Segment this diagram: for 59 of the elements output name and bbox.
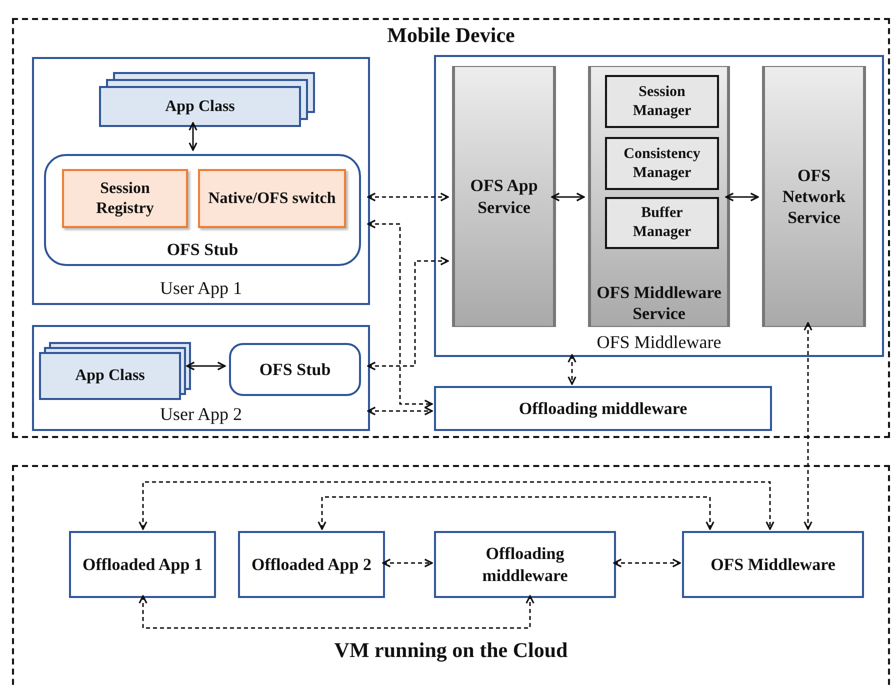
stacked-class-box (99, 72, 315, 127)
dashed-arrow (138, 595, 534, 629)
group-title: OFS Middleware (596, 330, 722, 353)
service-label: OFS Middleware Service (596, 282, 722, 324)
dashed-arrow (804, 322, 812, 530)
dashed-zone (12, 18, 890, 438)
stub-title: OFS Stub (166, 238, 240, 260)
arrow (551, 192, 585, 202)
arrow (188, 122, 198, 151)
component-box (434, 386, 772, 431)
dashed-arrow (367, 406, 433, 416)
dashed-zone (12, 465, 890, 687)
arrow (725, 192, 759, 202)
app-container (32, 325, 370, 431)
dashed-arrow (138, 481, 774, 530)
zone-title: Mobile Device (386, 22, 516, 48)
component-label: Offloading middleware (481, 543, 569, 586)
manager-label: Buffer Manager (632, 204, 692, 242)
zone-title: VM running on the Cloud (333, 637, 569, 664)
service-column (762, 66, 866, 327)
stub-box (229, 343, 361, 396)
class-label: App Class (164, 96, 236, 116)
dashed-arrow (613, 558, 681, 568)
component-box (682, 531, 864, 598)
app-title: User App 2 (159, 402, 243, 425)
manager-box (605, 197, 719, 249)
component-box (62, 169, 188, 228)
stub-container (44, 154, 361, 266)
dashed-arrow (318, 496, 714, 530)
component-label: Native/OFS switch (207, 188, 337, 208)
app-title: User App 1 (159, 276, 243, 299)
service-label: OFS App Service (469, 175, 539, 218)
component-label: Offloading middleware (518, 398, 688, 420)
dashed-arrow (382, 558, 433, 568)
component-box (69, 531, 216, 598)
service-column (588, 66, 730, 327)
dashed-arrow (568, 354, 576, 385)
app-container (32, 57, 370, 305)
dashed-arrow (367, 220, 433, 408)
dashed-arrow (367, 256, 449, 370)
manager-box (605, 75, 719, 128)
component-label: Offloaded App 2 (250, 554, 372, 576)
arrow (186, 362, 226, 370)
component-box (198, 169, 346, 228)
stub-title: OFS Stub (258, 358, 332, 380)
manager-label: Session Manager (632, 82, 692, 120)
stacked-class-box (39, 342, 191, 400)
manager-box (605, 137, 719, 190)
component-box (434, 531, 616, 598)
component-box (238, 531, 385, 598)
dashed-arrow (367, 192, 449, 202)
middleware-container (434, 55, 884, 357)
component-label: OFS Middleware (710, 554, 836, 576)
service-label: OFS Network Service (781, 164, 847, 228)
service-column (452, 66, 556, 327)
class-label: App Class (74, 366, 146, 386)
component-label: Offloaded App 1 (82, 554, 204, 576)
component-label: Session Registry (95, 178, 155, 218)
manager-label: Consistency Manager (622, 144, 702, 182)
